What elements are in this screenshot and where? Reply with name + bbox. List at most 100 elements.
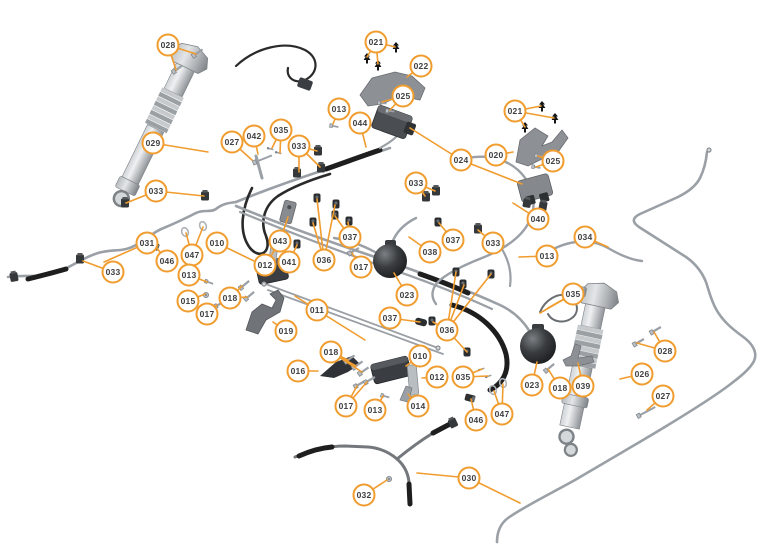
callout-018[interactable]: 018 xyxy=(218,286,242,310)
callout-033[interactable]: 033 xyxy=(101,260,125,284)
clamp-icon xyxy=(309,217,317,227)
svg-text:017: 017 xyxy=(354,262,369,272)
callout-036[interactable]: 036 xyxy=(435,318,459,342)
callout-023[interactable]: 023 xyxy=(520,373,544,397)
svg-text:019: 019 xyxy=(279,326,294,336)
callout-022[interactable]: 022 xyxy=(409,54,433,78)
callout-032[interactable]: 032 xyxy=(352,483,376,507)
rodend-icon xyxy=(435,345,441,351)
bracket-043 xyxy=(279,199,297,225)
callout-013[interactable]: 013 xyxy=(535,244,559,268)
callout-028[interactable]: 028 xyxy=(156,33,180,57)
callout-044[interactable]: 044 xyxy=(348,111,372,135)
callout-023[interactable]: 023 xyxy=(395,283,419,307)
callout-030[interactable]: 030 xyxy=(457,466,481,490)
svg-text:037: 037 xyxy=(383,313,398,323)
callout-047[interactable]: 047 xyxy=(180,243,204,267)
callout-033[interactable]: 033 xyxy=(481,231,505,255)
callout-018[interactable]: 018 xyxy=(319,340,343,364)
callout-040[interactable]: 040 xyxy=(526,207,550,231)
air-supply-unit-024 xyxy=(371,105,417,139)
svg-text:023: 023 xyxy=(525,380,540,390)
svg-text:029: 029 xyxy=(146,138,161,148)
callout-010[interactable]: 010 xyxy=(205,231,229,255)
pressure-accumulator-sphere-1 xyxy=(373,240,407,278)
callout-017[interactable]: 017 xyxy=(195,302,219,326)
svg-text:035: 035 xyxy=(456,372,471,382)
svg-text:018: 018 xyxy=(223,293,238,303)
callout-042[interactable]: 042 xyxy=(242,124,266,148)
bracket-016-018 xyxy=(320,356,360,378)
callout-021[interactable]: 021 xyxy=(503,99,527,123)
callout-021[interactable]: 021 xyxy=(364,30,388,54)
callout-046[interactable]: 046 xyxy=(155,249,179,273)
callout-033[interactable]: 033 xyxy=(287,134,311,158)
callout-035[interactable]: 035 xyxy=(451,365,475,389)
callout-027[interactable]: 027 xyxy=(220,130,244,154)
callout-027[interactable]: 027 xyxy=(651,384,675,408)
bolt-icon xyxy=(346,247,360,257)
callout-010[interactable]: 010 xyxy=(408,344,432,368)
callout-011[interactable]: 011 xyxy=(305,298,329,322)
callout-013[interactable]: 013 xyxy=(177,263,201,287)
callout-025[interactable]: 025 xyxy=(541,149,565,173)
callout-018[interactable]: 018 xyxy=(548,376,572,400)
callout-020[interactable]: 020 xyxy=(484,143,508,167)
clamp-icon xyxy=(345,216,353,226)
callout-041[interactable]: 041 xyxy=(277,250,301,274)
svg-text:027: 027 xyxy=(656,391,671,401)
callout-033[interactable]: 033 xyxy=(144,179,168,203)
rodend-icon xyxy=(261,281,267,287)
svg-text:038: 038 xyxy=(423,247,438,257)
callout-037[interactable]: 037 xyxy=(441,228,465,252)
callout-034[interactable]: 034 xyxy=(573,225,597,249)
callout-026[interactable]: 026 xyxy=(630,362,654,386)
callout-014[interactable]: 014 xyxy=(406,394,430,418)
screw-icon xyxy=(203,278,214,285)
svg-text:018: 018 xyxy=(553,383,568,393)
plug-icon xyxy=(464,393,476,403)
svg-text:021: 021 xyxy=(369,37,384,47)
callout-024[interactable]: 024 xyxy=(449,148,473,172)
callout-017[interactable]: 017 xyxy=(349,255,373,279)
svg-text:047: 047 xyxy=(185,250,200,260)
svg-text:046: 046 xyxy=(469,415,484,425)
screw-icon xyxy=(329,123,339,129)
callout-013[interactable]: 013 xyxy=(327,97,351,121)
callout-037[interactable]: 037 xyxy=(378,306,402,330)
svg-text:017: 017 xyxy=(200,309,215,319)
leader-line xyxy=(446,273,492,331)
svg-text:041: 041 xyxy=(282,257,297,267)
callout-035[interactable]: 035 xyxy=(561,282,585,306)
callout-019[interactable]: 019 xyxy=(274,319,298,343)
clamp-icon xyxy=(459,279,467,289)
callout-033[interactable]: 033 xyxy=(404,171,428,195)
callout-017[interactable]: 017 xyxy=(334,394,358,418)
callout-037[interactable]: 037 xyxy=(338,225,362,249)
callout-039[interactable]: 039 xyxy=(571,374,595,398)
callout-029[interactable]: 029 xyxy=(141,131,165,155)
callout-043[interactable]: 043 xyxy=(268,229,292,253)
callout-015[interactable]: 015 xyxy=(176,289,200,313)
callout-016[interactable]: 016 xyxy=(286,359,310,383)
svg-text:023: 023 xyxy=(400,290,415,300)
callout-046[interactable]: 046 xyxy=(464,408,488,432)
callout-038[interactable]: 038 xyxy=(418,240,442,264)
callout-028[interactable]: 028 xyxy=(653,339,677,363)
callout-047[interactable]: 047 xyxy=(490,402,514,426)
pipes-layer xyxy=(6,44,757,544)
callout-035[interactable]: 035 xyxy=(269,118,293,142)
clamp-icon xyxy=(313,193,321,203)
svg-text:033: 033 xyxy=(149,186,164,196)
callout-025[interactable]: 025 xyxy=(391,84,415,108)
svg-text:039: 039 xyxy=(576,381,591,391)
svg-text:016: 016 xyxy=(291,366,306,376)
callout-013[interactable]: 013 xyxy=(363,398,387,422)
callout-031[interactable]: 031 xyxy=(135,231,159,255)
svg-text:011: 011 xyxy=(310,305,324,315)
connector-icon xyxy=(314,145,322,156)
callout-012[interactable]: 012 xyxy=(425,365,449,389)
callout-036[interactable]: 036 xyxy=(312,248,336,272)
callout-012[interactable]: 012 xyxy=(253,253,277,277)
clamp-icon xyxy=(293,239,301,249)
